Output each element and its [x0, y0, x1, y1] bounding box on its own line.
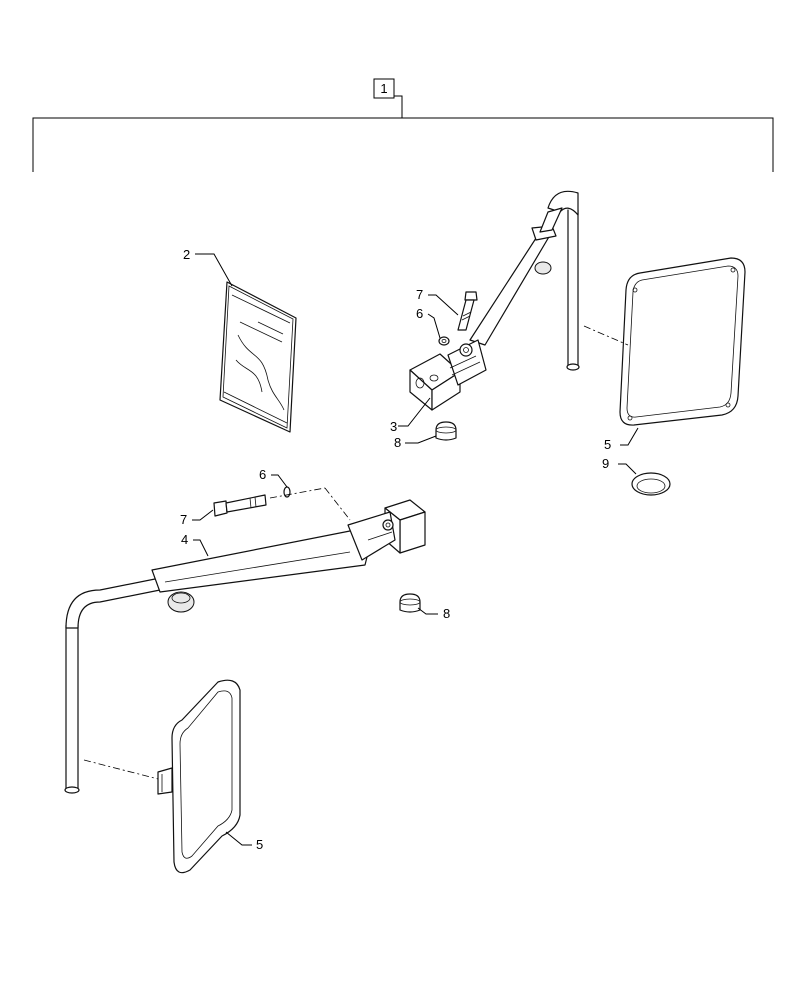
right-mirror: 5	[583, 257, 746, 452]
callout-8-lower: 8	[443, 606, 450, 621]
callout-3: 3	[390, 419, 397, 434]
lower-cap: 8	[399, 593, 450, 621]
assembly-bracket: 1	[32, 78, 774, 172]
callout-4: 4	[181, 532, 188, 547]
lower-bolt-washer: 6 7	[180, 467, 351, 527]
callout-5-right: 5	[604, 437, 611, 452]
manual-booklet: 2	[183, 247, 297, 433]
callout-2: 2	[183, 247, 190, 262]
callout-6-lower: 6	[259, 467, 266, 482]
callout-6-upper: 6	[416, 306, 423, 321]
callout-8-upper: 8	[394, 435, 401, 450]
right-mirror-arm: 3	[390, 190, 580, 434]
callout-7-lower: 7	[180, 512, 187, 527]
callout-1: 1	[380, 81, 387, 96]
callout-9: 9	[602, 456, 609, 471]
callout-5-left: 5	[256, 837, 263, 852]
left-mirror: 5	[157, 679, 263, 874]
left-mirror-arm: 4	[64, 499, 426, 794]
callout-7-upper: 7	[416, 287, 423, 302]
upper-cap: 8	[394, 421, 457, 450]
plug: 9	[602, 456, 671, 496]
upper-bolt-washer: 7 6	[416, 287, 478, 346]
